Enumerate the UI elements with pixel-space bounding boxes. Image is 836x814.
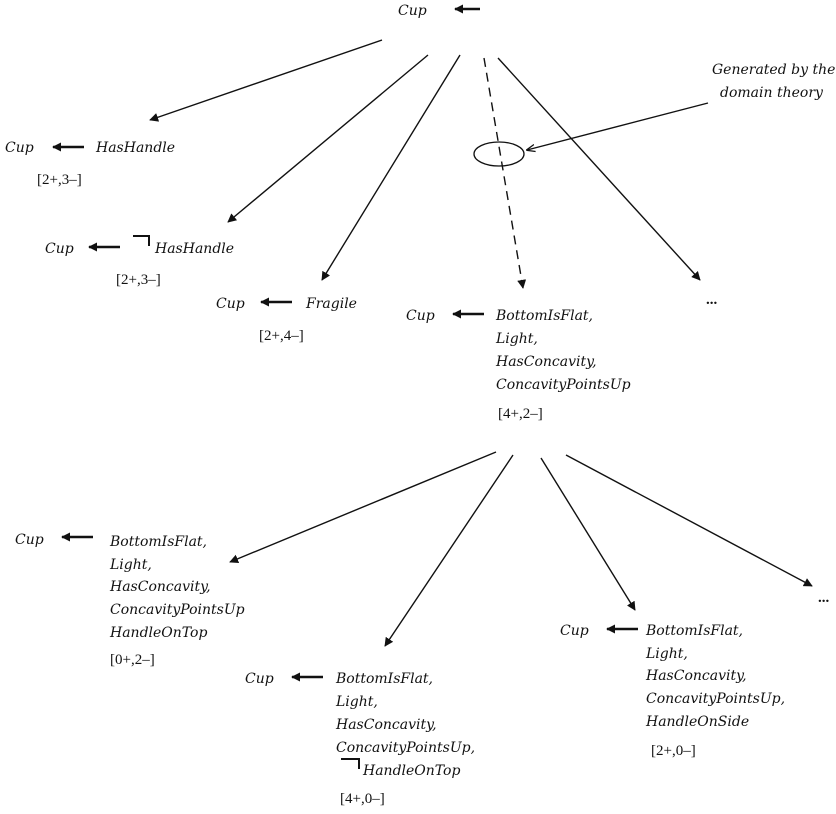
- literal: Light,: [109, 557, 152, 573]
- coverage-stats: [0+,2–]: [110, 652, 155, 668]
- more-nodes-ellipsis: ...: [818, 590, 830, 606]
- coverage-stats: [2+,3–]: [116, 272, 161, 288]
- literal: HasConcavity,: [645, 668, 747, 684]
- literal: Light,: [645, 646, 688, 662]
- node-domain-theory: Cup BottomIsFlat, Light, HasConcavity, C…: [406, 308, 631, 422]
- coverage-stats: [2+,3–]: [37, 172, 82, 188]
- literal: Light,: [335, 694, 378, 710]
- coverage-stats: [2+,0–]: [651, 743, 696, 759]
- literal: HasConcavity,: [335, 717, 437, 733]
- node-not-handleontop: Cup BottomIsFlat, Light, HasConcavity, C…: [245, 671, 475, 807]
- node-head: Cup: [245, 671, 274, 687]
- literal: HasConcavity,: [109, 579, 211, 595]
- literal: HandleOnTop: [362, 763, 460, 779]
- literal: ConcavityPointsUp: [496, 377, 631, 393]
- literal: ConcavityPointsUp,: [646, 691, 785, 707]
- edge-root-to-more: [497, 57, 701, 281]
- literal: ConcavityPointsUp,: [336, 740, 475, 756]
- node-hashandle: Cup HasHandle [2+,3–]: [5, 140, 175, 188]
- literal: BottomIsFlat,: [495, 308, 593, 324]
- literal: Fragile: [305, 296, 357, 312]
- literal: BottomIsFlat,: [109, 534, 207, 550]
- node-head: Cup: [45, 241, 74, 257]
- annotation-generated-by-domain-theory: Generated by the domain theory: [473, 62, 835, 167]
- literal: BottomIsFlat,: [645, 623, 743, 639]
- edge-root-to-fragile: [321, 54, 461, 281]
- node-head: Cup: [15, 532, 44, 548]
- edge-root-to-not-hashandle: [227, 54, 429, 223]
- node-head: Cup: [560, 623, 589, 639]
- edge-root-to-hashandle: [149, 39, 383, 122]
- edge-to-handleonside: [540, 457, 636, 611]
- negation-icon: [341, 758, 360, 769]
- edge-to-handleontop: [229, 451, 497, 564]
- literal: HasHandle: [95, 140, 175, 156]
- node-handleontop: Cup BottomIsFlat, Light, HasConcavity, C…: [15, 532, 245, 668]
- node-head: Cup: [5, 140, 34, 156]
- root-node: Cup: [398, 3, 480, 19]
- edge-to-not-handleontop: [384, 454, 514, 647]
- literal: HandleOnSide: [645, 714, 749, 730]
- literal: HandleOnTop: [109, 625, 207, 641]
- negation-icon: [133, 235, 150, 246]
- more-nodes-ellipsis: ...: [706, 292, 718, 308]
- node-not-hashandle: Cup HasHandle [2+,3–]: [45, 235, 234, 288]
- edge-root-to-domain-theory-node: [483, 57, 527, 289]
- coverage-stats: [2+,4–]: [259, 328, 304, 344]
- node-handleonside: Cup BottomIsFlat, Light, HasConcavity, C…: [560, 623, 785, 759]
- coverage-stats: [4+,0–]: [340, 791, 385, 807]
- literal: HasHandle: [154, 241, 234, 257]
- node-head: Cup: [216, 296, 245, 312]
- root-head: Cup: [398, 3, 427, 19]
- coverage-stats: [4+,2–]: [498, 406, 543, 422]
- literal: ConcavityPointsUp: [110, 602, 245, 618]
- annotation-pointer-arrow: [527, 102, 709, 150]
- literal: Light,: [495, 331, 538, 347]
- literal: HasConcavity,: [495, 354, 597, 370]
- annotation-line-2: domain theory: [720, 85, 824, 101]
- node-fragile: Cup Fragile [2+,4–]: [216, 296, 357, 344]
- highlight-ellipse: [473, 141, 525, 167]
- literal: BottomIsFlat,: [335, 671, 433, 687]
- annotation-line-1: Generated by the: [712, 62, 835, 78]
- edge-to-more: [565, 454, 813, 587]
- node-head: Cup: [406, 308, 435, 324]
